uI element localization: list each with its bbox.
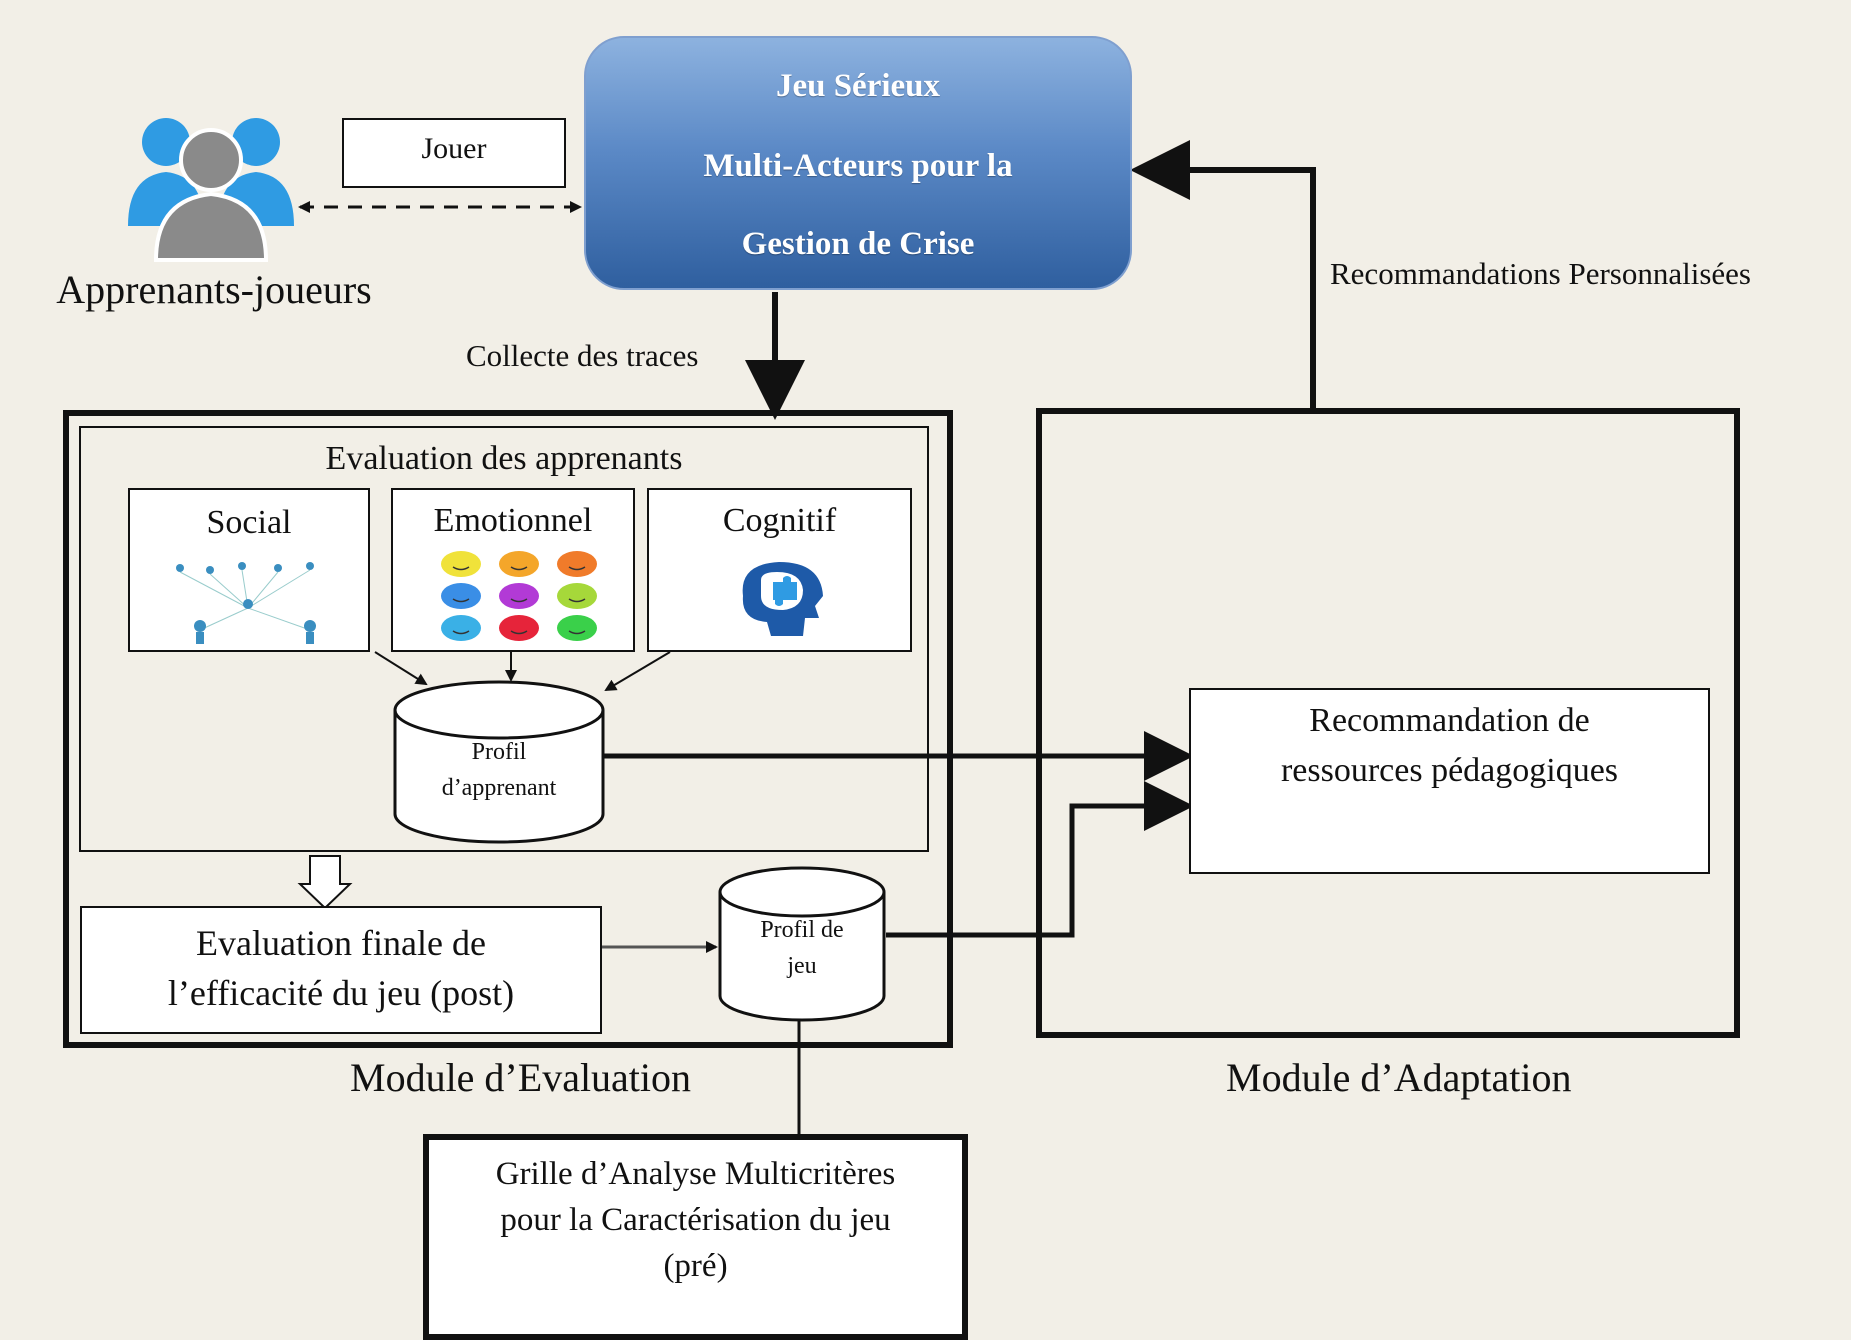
reco-line2: ressources pédagogiques bbox=[1280, 752, 1619, 789]
analysis-grid-box: Grille d’Analyse Multicritères pour la C… bbox=[423, 1134, 968, 1340]
users-icon bbox=[128, 118, 294, 262]
emoji-face bbox=[499, 615, 539, 641]
final-eval-line1: Evaluation finale de bbox=[196, 923, 486, 963]
emoji-mouth bbox=[452, 566, 470, 571]
social-network-icon bbox=[176, 562, 316, 644]
emoji-mouth bbox=[452, 598, 470, 603]
emoji-face bbox=[499, 551, 539, 577]
hollow-down-arrow bbox=[297, 855, 353, 910]
emoji-mouth bbox=[510, 630, 528, 635]
recommend-label: Recommandations Personnalisées bbox=[1330, 256, 1751, 291]
reco-line1: Recommandation de bbox=[1309, 702, 1590, 739]
cognitive-label: Cognitif bbox=[722, 502, 837, 539]
emoji-mouth bbox=[510, 598, 528, 603]
game-line2: Multi-Acteurs pour la bbox=[703, 148, 1013, 184]
learner-profile-line2: d’apprenant bbox=[441, 775, 557, 801]
evaluation-module-caption: Module d’Evaluation bbox=[350, 1055, 692, 1100]
cognitive-box: Cognitif bbox=[647, 488, 912, 652]
learner-profile-line1: Profil bbox=[471, 739, 527, 765]
collect-label: Collecte des traces bbox=[466, 338, 699, 373]
game-profile-line2: jeu bbox=[787, 953, 817, 979]
emoji-face bbox=[557, 615, 597, 641]
learner-eval-title: Evaluation des apprenants bbox=[325, 440, 683, 477]
emoji-face bbox=[557, 583, 597, 609]
game-line3: Gestion de Crise bbox=[741, 226, 975, 262]
cylinder-shape bbox=[718, 866, 886, 1022]
grid-line3: (pré) bbox=[663, 1248, 728, 1284]
emoji-mouth bbox=[510, 566, 528, 571]
play-label: Jouer bbox=[421, 132, 487, 165]
social-box: Social bbox=[128, 488, 370, 652]
grid-line1: Grille d’Analyse Multicritères bbox=[495, 1156, 896, 1192]
brain-puzzle-icon bbox=[742, 562, 823, 636]
adaptation-module-caption: Module d’Adaptation bbox=[1226, 1055, 1572, 1100]
final-evaluation-box: Evaluation finale de l’efficacité du jeu… bbox=[80, 906, 602, 1034]
emoji-face bbox=[499, 583, 539, 609]
game-line1: Jeu Sérieux bbox=[775, 68, 941, 104]
cognitive-to-profile bbox=[604, 651, 671, 692]
emoji-face bbox=[441, 551, 481, 577]
social-to-profile bbox=[374, 651, 428, 686]
game-profile-line1: Profil de bbox=[760, 917, 844, 943]
adaptation-module bbox=[1036, 408, 1740, 1038]
emoji-mouth bbox=[568, 566, 586, 571]
recommend-arrow bbox=[1130, 140, 1316, 410]
game-profile-db: Profil de jeu bbox=[718, 866, 886, 1024]
cylinder-shape bbox=[393, 680, 605, 844]
learner-evaluation-box bbox=[79, 426, 929, 852]
evaluation-module bbox=[63, 410, 953, 1048]
emotional-label: Emotionnel bbox=[433, 502, 593, 539]
emoji-mouth bbox=[452, 630, 470, 635]
emoji-faces-icon bbox=[441, 551, 597, 641]
grid-line2: pour la Caractérisation du jeu bbox=[500, 1202, 891, 1238]
learner-profile-db: Profil d’apprenant bbox=[393, 680, 605, 844]
emotional-box: Emotionnel bbox=[391, 488, 635, 652]
final-eval-line2: l’efficacité du jeu (post) bbox=[167, 973, 515, 1013]
social-label: Social bbox=[206, 504, 292, 541]
actor-label: Apprenants-joueurs bbox=[56, 267, 372, 312]
emoji-face bbox=[557, 551, 597, 577]
play-box: Jouer bbox=[342, 118, 566, 188]
emoji-face bbox=[441, 583, 481, 609]
serious-game-box: Jeu Sérieux Multi-Acteurs pour la Gestio… bbox=[584, 36, 1132, 290]
emoji-face bbox=[441, 615, 481, 641]
game-profile-to-reco bbox=[886, 781, 1194, 938]
emoji-mouth bbox=[568, 598, 586, 603]
emoji-mouth bbox=[568, 630, 586, 635]
recommendation-box: Recommandation de ressources pédagogique… bbox=[1189, 688, 1710, 874]
